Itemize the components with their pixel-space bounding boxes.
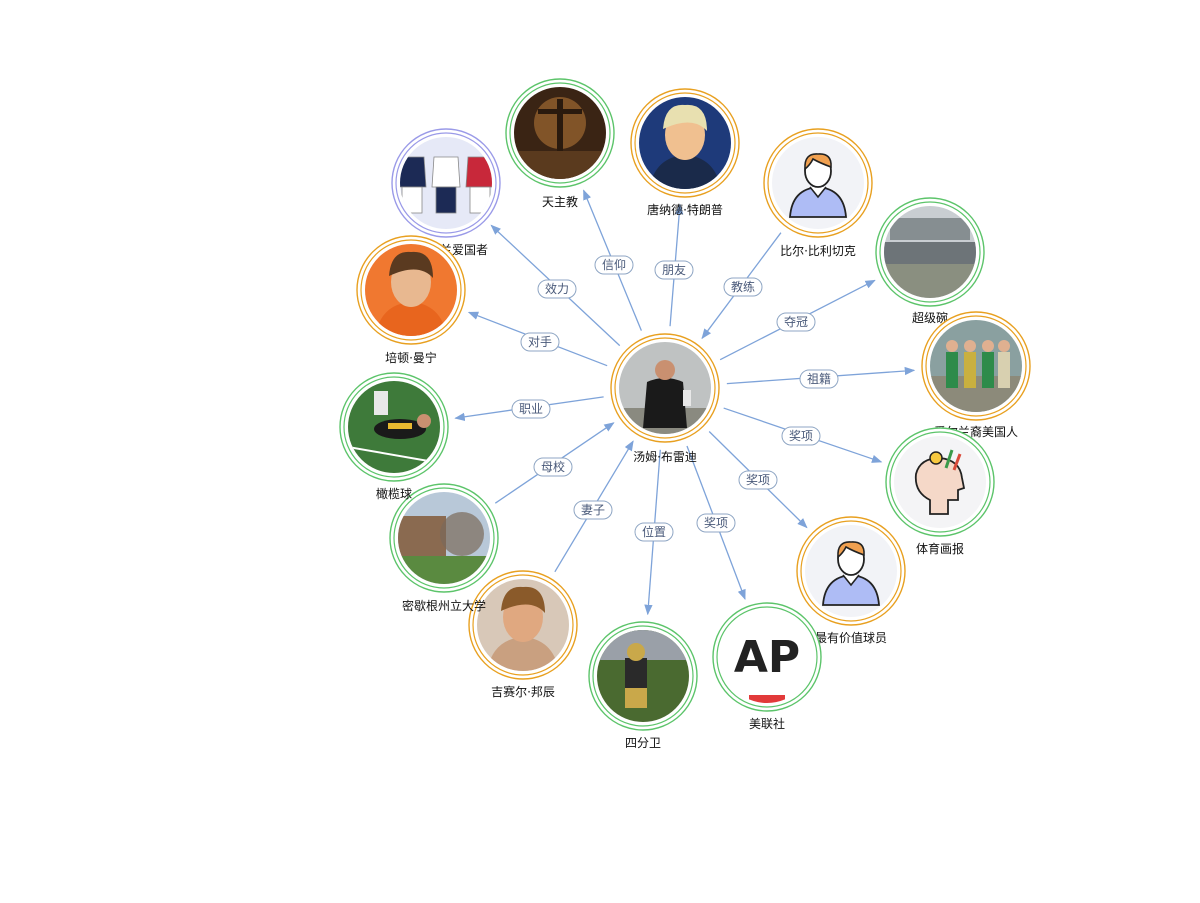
node-label: 天主教 xyxy=(542,194,578,209)
edge-label-text: 奖项 xyxy=(746,473,770,487)
user-avatar-icon xyxy=(772,137,864,229)
mind-idea-icon xyxy=(894,436,986,528)
edge-label: 位置 xyxy=(634,522,674,542)
node-gisele[interactable]: 吉赛尔·邦辰 xyxy=(468,570,578,699)
edge-label-text: 对手 xyxy=(528,335,552,349)
nodes-layer: 新英格兰爱国者天主教唐纳德·特朗普比尔·比利切克超级碗爱尔兰裔美国人体育画报最有… xyxy=(339,78,1031,750)
user-avatar-icon xyxy=(805,525,897,617)
ap-logo: AP xyxy=(721,611,813,703)
edge-label-text: 祖籍 xyxy=(807,371,831,386)
edge-label: 奖项 xyxy=(696,513,736,533)
node-catholic[interactable]: 天主教 xyxy=(505,78,615,209)
node-label: 吉赛尔·邦辰 xyxy=(491,684,555,699)
jersey-icon xyxy=(400,137,492,229)
node-label: 密歇根州立大学 xyxy=(402,598,486,613)
node-football[interactable]: 橄榄球 xyxy=(339,372,449,501)
edge-label: 母校 xyxy=(533,457,573,477)
edge-label: 奖项 xyxy=(738,470,778,490)
painting-photo xyxy=(514,87,606,179)
edge-label: 夺冠 xyxy=(776,312,816,332)
node-label: 培顿·曼宁 xyxy=(385,350,437,365)
edge-label-text: 奖项 xyxy=(789,429,813,443)
parade-photo xyxy=(930,320,1022,412)
edge-label-text: 母校 xyxy=(541,459,565,474)
node-label: 最有价值球员 xyxy=(815,630,887,645)
edge-label: 祖籍 xyxy=(799,369,839,389)
node-label: 美联社 xyxy=(749,716,785,731)
edge-label: 奖项 xyxy=(781,426,821,446)
edge-label: 妻子 xyxy=(573,500,613,520)
edge-label-text: 夺冠 xyxy=(784,315,808,329)
node-ap[interactable]: AP 美联社 xyxy=(712,602,822,731)
rugby-photo xyxy=(348,381,440,473)
edge-label-text: 教练 xyxy=(731,279,755,294)
edge-label: 信仰 xyxy=(594,255,634,275)
edge-label: 朋友 xyxy=(654,260,694,280)
edge-label: 效力 xyxy=(537,279,577,299)
edge-label: 教练 xyxy=(723,277,763,297)
node-irish[interactable]: 爱尔兰裔美国人 xyxy=(921,311,1031,439)
person-photo xyxy=(477,579,569,671)
node-label: 比尔·比利切克 xyxy=(780,243,856,258)
football-photo xyxy=(597,630,689,722)
node-superbowl[interactable]: 超级碗 xyxy=(875,197,985,325)
node-label: 唐纳德·特朗普 xyxy=(647,202,723,217)
node-label: 超级碗 xyxy=(912,310,948,325)
node-qb[interactable]: 四分卫 xyxy=(588,621,698,750)
stadium-photo xyxy=(884,206,976,298)
node-label: 四分卫 xyxy=(625,736,661,750)
edge-label: 对手 xyxy=(520,332,560,352)
node-manning[interactable]: 培顿·曼宁 xyxy=(356,235,466,365)
node-trump[interactable]: 唐纳德·特朗普 xyxy=(630,88,740,217)
center-node[interactable]: 汤姆·布雷迪 xyxy=(610,333,720,464)
edge-label: 职业 xyxy=(511,399,551,419)
person-photo xyxy=(639,97,731,189)
edge-labels-layer: 效力信仰朋友教练夺冠祖籍奖项奖项奖项位置妻子母校职业对手 xyxy=(511,255,839,542)
edge-label-text: 妻子 xyxy=(581,503,605,517)
node-patriots[interactable]: 新英格兰爱国者 xyxy=(391,128,501,257)
node-label: 体育画报 xyxy=(916,541,964,556)
node-label: 汤姆·布雷迪 xyxy=(633,450,697,464)
football-player-photo xyxy=(619,342,711,434)
node-belichick[interactable]: 比尔·比利切克 xyxy=(763,128,873,258)
edge-label-text: 位置 xyxy=(642,524,666,539)
person-photo xyxy=(365,244,457,336)
node-label: 橄榄球 xyxy=(376,486,412,501)
edge-label-text: 信仰 xyxy=(602,257,626,272)
node-si[interactable]: 体育画报 xyxy=(885,427,995,556)
edge-label-text: 职业 xyxy=(519,402,543,416)
edge-label-text: 效力 xyxy=(545,281,569,296)
edge-label-text: 奖项 xyxy=(704,516,728,530)
ap-logo-text: AP xyxy=(734,632,800,683)
edge-label-text: 朋友 xyxy=(662,263,686,277)
node-michigan[interactable]: 密歇根州立大学 xyxy=(389,483,499,613)
node-mvp[interactable]: 最有价值球员 xyxy=(796,516,906,645)
